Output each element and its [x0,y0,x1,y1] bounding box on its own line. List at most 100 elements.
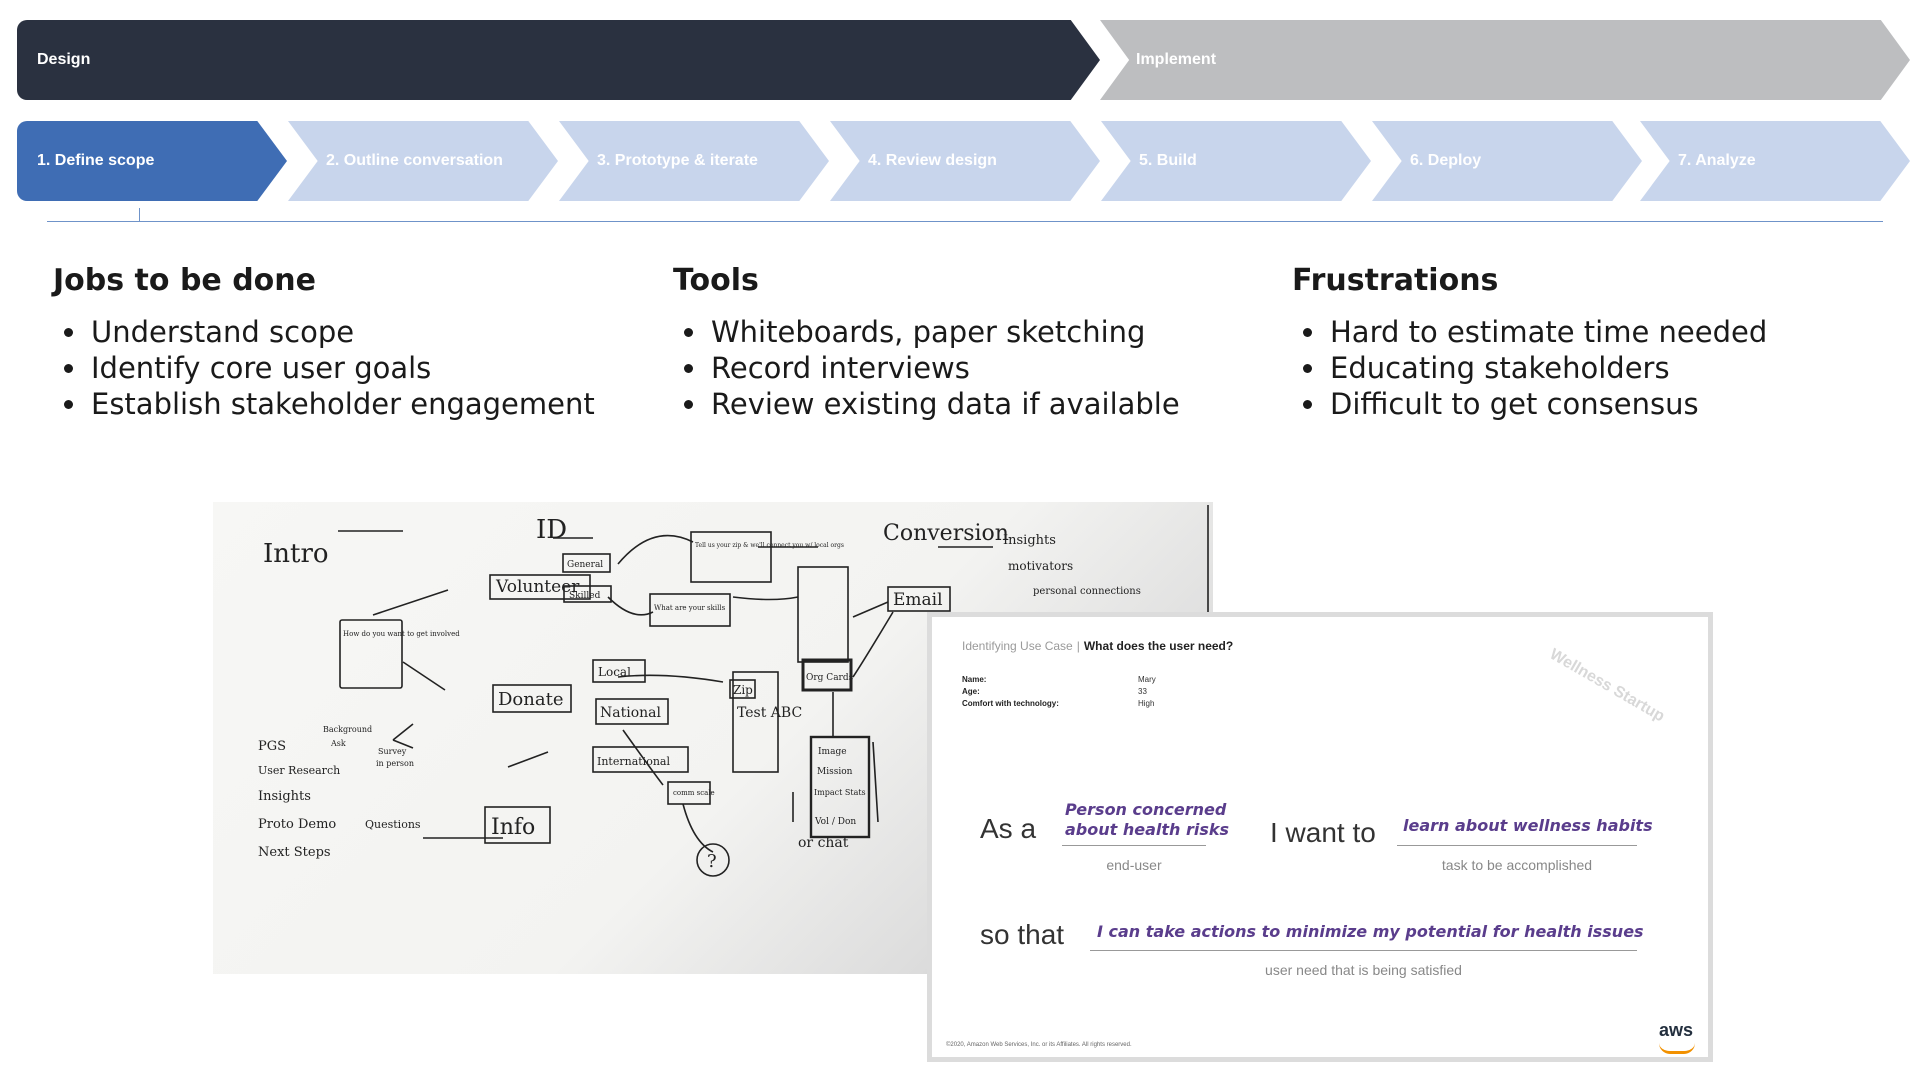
persona-row: Age: 33 [962,686,1156,698]
wb-text: comm scale [673,789,715,797]
wb-text: Insights [1003,533,1056,548]
end-user-answer-line: about health risks [1065,820,1230,839]
end-user-answer: Person concerned about health risks [1065,800,1229,840]
wb-text: Survey [378,747,407,756]
task-underline [1397,845,1637,846]
wb-text: Org Cards [806,673,854,683]
persona-row: Name: Mary [962,674,1156,686]
phase-implement: Implement [1100,20,1910,100]
step-label: 3. Prototype & iterate [597,152,758,169]
wb-text: Ask [330,739,346,748]
wb-text: Impact Stats [814,788,866,797]
wb-text: Proto Demo [258,817,336,832]
bullet-item: Understand scope [89,314,633,350]
step-build[interactable]: 5. Build [1101,121,1371,201]
timeline-marker [139,208,140,221]
task-answer: learn about wellness habits [1403,816,1653,835]
card-header-light: Identifying Use Case [962,639,1073,653]
whiteboard-drawing: Intro ID Conversion Insights motivators … [258,505,1209,877]
end-user-answer-line: Person concerned [1065,800,1227,819]
wb-text: Tell us your zip & we'll connect you w/ … [695,542,844,549]
persona-value: High [1138,699,1155,708]
step-label: 1. Define scope [37,152,155,169]
card-header-title: What does the user need? [1083,639,1234,653]
wb-text: Volunteer [495,577,580,597]
bullet-item: Educating stakeholders [1328,350,1872,386]
wb-text: Skilled [569,591,601,601]
as-a-label: As a [980,813,1037,844]
phase-implement-label: Implement [1136,51,1217,68]
step-label: 6. Deploy [1410,152,1482,169]
wb-text: Conversion [883,521,1009,546]
step-label: 4. Review design [868,152,997,169]
wb-text: Insights [258,789,311,804]
persona-value: Mary [1138,675,1156,684]
wb-text: Background [323,725,372,734]
need-caption: user need that is being satisfied [1265,962,1462,978]
column-title: Jobs to be done [53,263,316,298]
wb-text: General [567,560,603,570]
bullet-item: Identify core user goals [89,350,633,386]
step-prototype-iterate[interactable]: 3. Prototype & iterate [559,121,829,201]
wb-text: Email [893,590,943,610]
task-caption: task to be accomplished [1441,857,1593,873]
bullet-list: Hard to estimate time needed Educating s… [1292,314,1872,422]
persona-value: 33 [1138,687,1147,696]
column-frustrations: Frustrations Hard to estimate time neede… [1292,263,1872,422]
so-that-label: so that [980,919,1065,950]
persona-key: Name: [962,675,987,684]
column-title: Frustrations [1292,263,1499,298]
wb-text: Vol / Don [814,817,856,827]
persona-details: Name: Mary Age: 33 Comfort with technology… [962,674,1156,710]
use-case-card: Identifying Use Case|What does the user … [927,612,1713,1062]
step-label: 2. Outline conversation [326,152,503,169]
i-want-to-label: I want to [1270,817,1376,848]
copyright-notice: ©2020, Amazon Web Services, Inc. or its … [946,1042,1132,1048]
wb-text: Mission [817,767,853,777]
bullet-item: Difficult to get consensus [1328,386,1872,422]
step-define-scope[interactable]: 1. Define scope [17,121,287,201]
wb-text: User Research [258,764,340,777]
end-user-underline [1062,845,1206,846]
wb-text: Info [491,815,535,840]
step-label: 5. Build [1139,152,1197,169]
bullet-item: Record interviews [709,350,1253,386]
step-outline-conversation[interactable]: 2. Outline conversation [288,121,558,201]
persona-key: Comfort with technology: [962,699,1059,708]
wb-text: What are your skills [654,604,726,612]
bullet-item: Hard to estimate time needed [1328,314,1872,350]
aws-smile-icon [1659,1043,1695,1054]
wb-text: Donate [498,689,563,710]
card-header-separator: | [1076,639,1080,653]
wb-text: Next Steps [258,845,331,860]
wb-text: Questions [365,818,421,831]
phase-design-label: Design [37,51,91,68]
wb-text: Local [598,665,631,679]
persona-row: Comfort with technology: High [962,698,1156,710]
need-answer: I can take actions to minimize my potent… [1097,922,1644,941]
column-jobs-to-be-done: Jobs to be done Understand scope Identif… [53,263,633,422]
step-analyze[interactable]: 7. Analyze [1640,121,1910,201]
aws-logo: aws [1659,1020,1694,1040]
wb-text: in person [376,759,414,768]
wb-text: Intro [263,539,329,569]
bullet-item: Establish stakeholder engagement [89,386,633,422]
wb-text: ? [707,851,717,872]
timeline-line [47,221,1883,222]
phase-design: Design [17,20,1100,100]
column-title: Tools [673,263,759,298]
wb-text: How do you want to get involved [343,630,460,638]
wb-text: Image [818,747,847,757]
bullet-item: Review existing data if available [709,386,1253,422]
step-deploy[interactable]: 6. Deploy [1372,121,1642,201]
step-label: 7. Analyze [1678,152,1756,169]
need-underline [1090,950,1637,951]
step-review-design[interactable]: 4. Review design [830,121,1100,201]
wb-text: National [600,705,661,721]
wb-text: PGS [258,739,286,754]
card-header: Identifying Use Case|What does the user … [962,639,1233,653]
bullet-item: Whiteboards, paper sketching [709,314,1253,350]
column-tools: Tools Whiteboards, paper sketching Recor… [673,263,1253,422]
wb-text: Zip [733,683,753,697]
persona-key: Age: [962,687,980,696]
